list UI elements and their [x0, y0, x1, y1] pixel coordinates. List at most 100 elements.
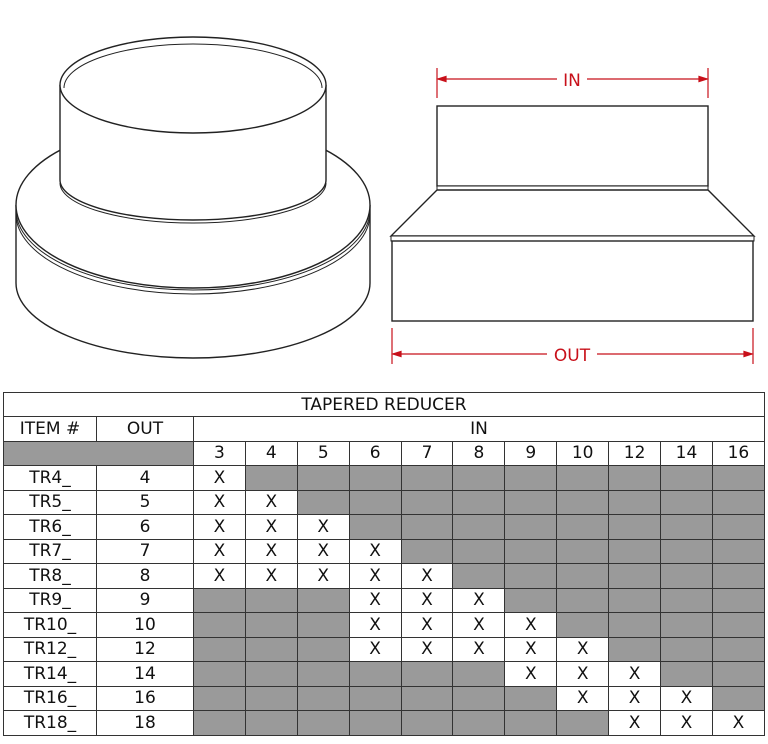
unavailable-cell: [193, 685, 246, 711]
in-size-header: 14: [660, 440, 713, 466]
unavailable-cell: [608, 563, 662, 589]
unavailable-cell: [452, 685, 506, 711]
unavailable-cell: [608, 636, 662, 662]
side-view-reducer-drawing: [389, 105, 756, 322]
in-dimension-label: IN: [563, 71, 581, 91]
availability-mark: X: [244, 538, 298, 564]
item-number: TR16_: [3, 685, 97, 711]
header-out: OUT: [96, 416, 194, 442]
availability-mark: X: [711, 710, 765, 736]
unavailable-cell: [504, 514, 558, 540]
availability-mark: X: [244, 563, 298, 589]
unavailable-cell: [348, 514, 402, 540]
unavailable-cell: [452, 538, 506, 564]
in-size-header: 9: [504, 440, 558, 466]
out-size: 12: [96, 636, 194, 662]
in-size-header: 16: [711, 440, 765, 466]
unavailable-cell: [400, 710, 454, 736]
unavailable-cell: [400, 685, 454, 711]
unavailable-cell: [556, 538, 610, 564]
unavailable-cell: [608, 489, 662, 515]
unavailable-cell: [244, 465, 298, 491]
table-header-row: ITEM # OUT IN: [3, 416, 765, 442]
item-number: TR9_: [3, 587, 97, 613]
unavailable-cell: [660, 612, 713, 638]
availability-mark: X: [348, 636, 402, 662]
availability-mark: X: [556, 661, 610, 687]
unavailable-cell: [556, 489, 610, 515]
unavailable-cell: [193, 710, 246, 736]
unavailable-cell: [504, 465, 558, 491]
unavailable-cell: [608, 465, 662, 491]
unavailable-cell: [296, 710, 350, 736]
unavailable-cell: [193, 612, 246, 638]
out-size: 6: [96, 514, 194, 540]
unavailable-cell: [193, 636, 246, 662]
availability-mark: X: [296, 538, 350, 564]
shaded-header-cell: [3, 440, 194, 466]
unavailable-cell: [608, 612, 662, 638]
unavailable-cell: [711, 661, 765, 687]
availability-mark: X: [608, 710, 662, 736]
unavailable-cell: [348, 661, 402, 687]
availability-mark: X: [348, 538, 402, 564]
unavailable-cell: [400, 465, 454, 491]
unavailable-cell: [452, 465, 506, 491]
unavailable-cell: [711, 587, 765, 613]
in-size-header: 7: [400, 440, 454, 466]
out-size: 18: [96, 710, 194, 736]
unavailable-cell: [348, 710, 402, 736]
unavailable-cell: [711, 465, 765, 491]
item-number: TR7_: [3, 538, 97, 564]
out-size: 16: [96, 685, 194, 711]
item-number: TR5_: [3, 489, 97, 515]
item-number: TR14_: [3, 661, 97, 687]
unavailable-cell: [711, 685, 765, 711]
availability-mark: X: [193, 489, 246, 515]
unavailable-cell: [244, 612, 298, 638]
in-size-header: 8: [452, 440, 506, 466]
unavailable-cell: [400, 661, 454, 687]
availability-mark: X: [504, 636, 558, 662]
unavailable-cell: [660, 587, 713, 613]
availability-mark: X: [296, 514, 350, 540]
availability-mark: X: [400, 587, 454, 613]
unavailable-cell: [244, 710, 298, 736]
unavailable-cell: [556, 563, 610, 589]
availability-mark: X: [193, 538, 246, 564]
unavailable-cell: [711, 636, 765, 662]
unavailable-cell: [348, 465, 402, 491]
header-in: IN: [193, 416, 765, 442]
unavailable-cell: [193, 587, 246, 613]
unavailable-cell: [193, 661, 246, 687]
availability-mark: X: [504, 612, 558, 638]
availability-mark: X: [244, 514, 298, 540]
unavailable-cell: [556, 587, 610, 613]
unavailable-cell: [711, 489, 765, 515]
availability-mark: X: [452, 636, 506, 662]
table-title: TAPERED REDUCER: [3, 392, 765, 417]
table-title-row: TAPERED REDUCER: [3, 392, 765, 417]
in-size-header: 6: [348, 440, 402, 466]
availability-mark: X: [608, 661, 662, 687]
in-dimension: [435, 68, 710, 98]
unavailable-cell: [660, 563, 713, 589]
out-size: 9: [96, 587, 194, 613]
out-size: 14: [96, 661, 194, 687]
out-size: 5: [96, 489, 194, 515]
availability-mark: X: [193, 514, 246, 540]
unavailable-cell: [711, 563, 765, 589]
unavailable-cell: [348, 685, 402, 711]
availability-mark: X: [556, 636, 610, 662]
out-size: 7: [96, 538, 194, 564]
isometric-reducer-drawing: [15, 36, 371, 359]
availability-mark: X: [348, 587, 402, 613]
